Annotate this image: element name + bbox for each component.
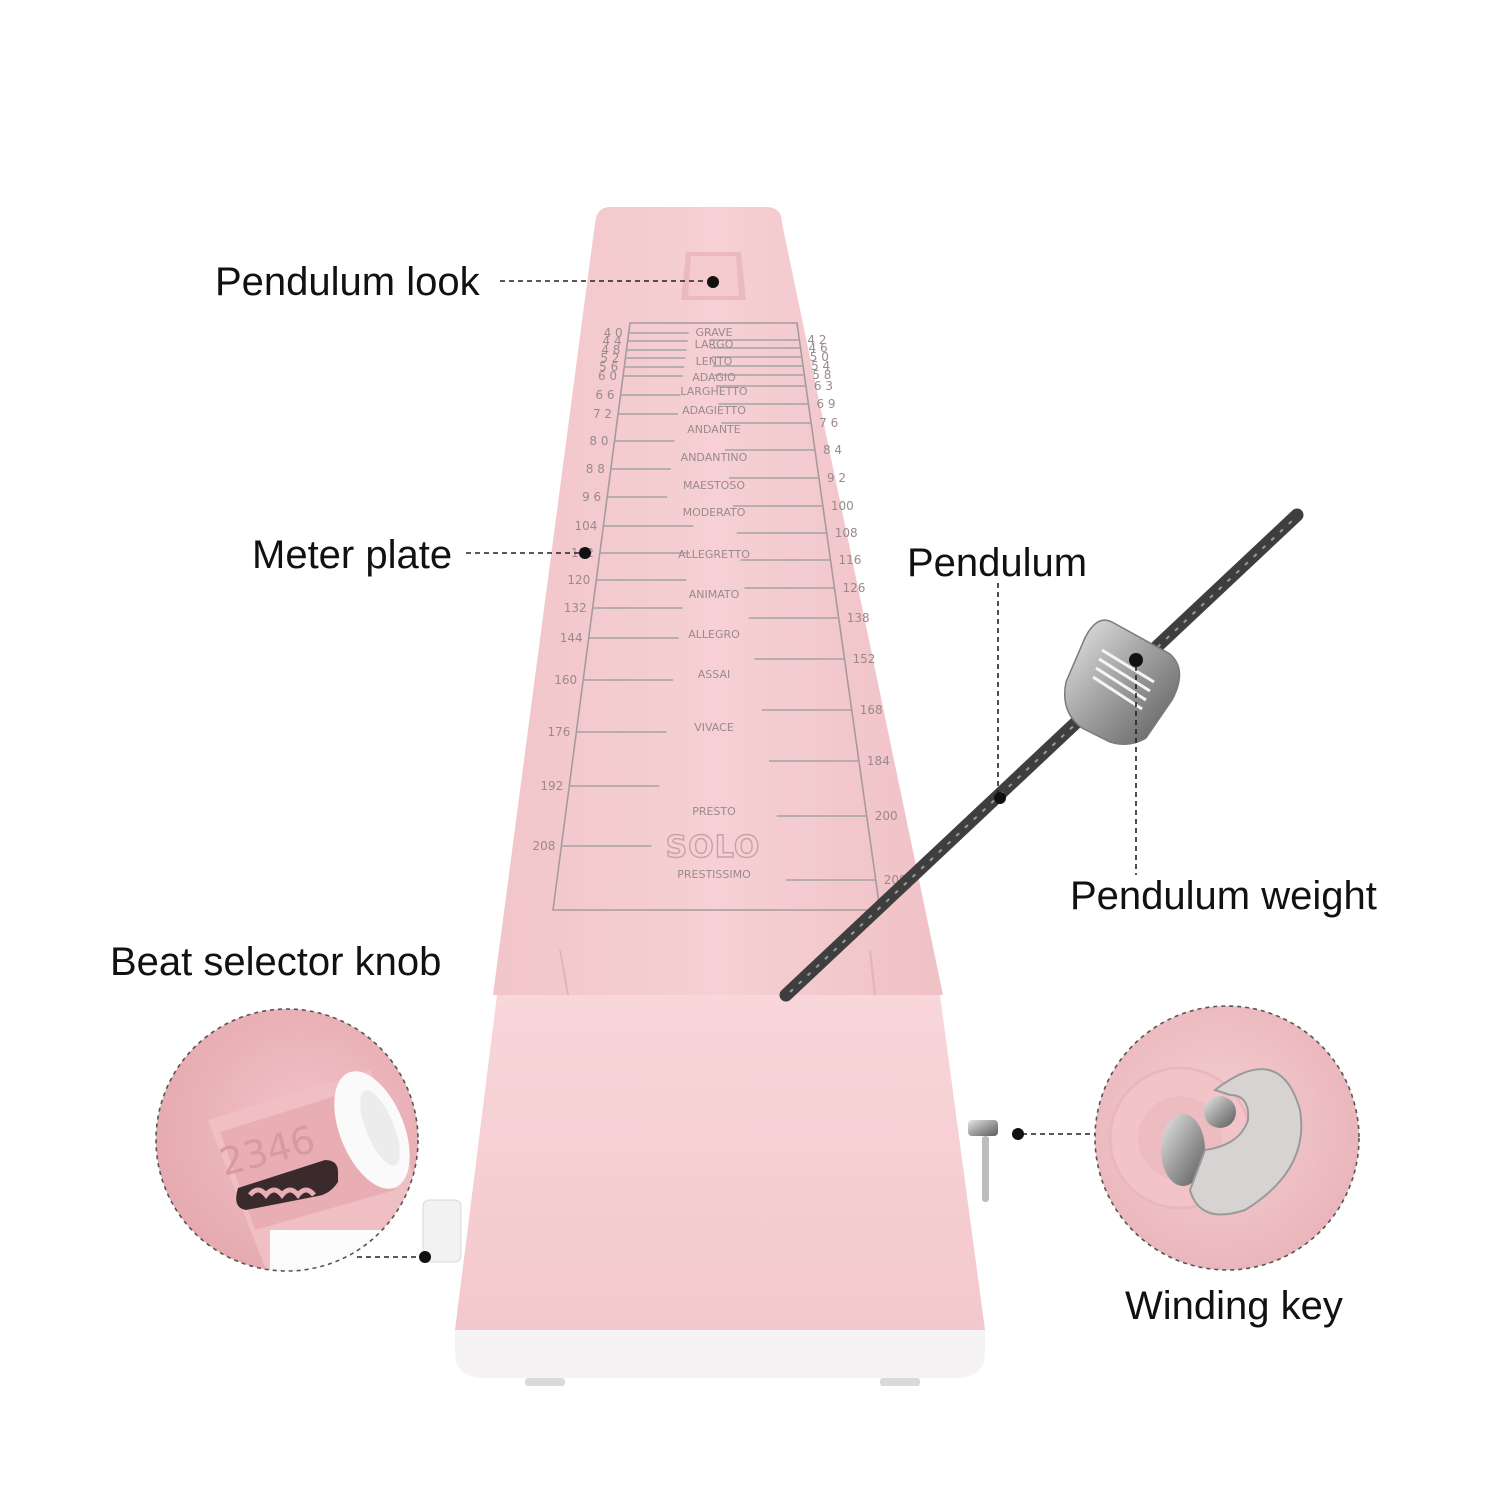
scale-left-number: 160 xyxy=(554,673,577,687)
scale-left-number: 5 2 xyxy=(600,351,619,365)
scale-left-number: 6 6 xyxy=(595,388,614,402)
scale-left-number: 208 xyxy=(532,839,555,853)
winding-key-dot xyxy=(1012,1128,1024,1140)
scale-right-number: 100 xyxy=(831,499,854,513)
scale-left-number: 4 0 xyxy=(604,326,623,340)
scale-left-number: 144 xyxy=(560,631,583,645)
tempo-marking: ANIMATO xyxy=(689,588,740,601)
scale-right-number: 116 xyxy=(839,553,862,567)
tempo-marking: ALLEGRO xyxy=(688,628,740,641)
label-pendulum-lock: Pendulum look xyxy=(215,260,480,304)
scale-right-number: 152 xyxy=(853,652,876,666)
metronome-base xyxy=(455,995,985,1330)
scale-right-number: 5 8 xyxy=(812,368,831,382)
meter-plate: 4 04 44 85 25 66 06 67 28 08 89 61041121… xyxy=(532,322,907,911)
scale-right-number: 5 0 xyxy=(810,350,829,364)
pendulum-dot xyxy=(994,792,1006,804)
scale-right-number: 8 4 xyxy=(823,443,842,457)
scale-left-number: 120 xyxy=(567,573,590,587)
beat-selector-zoom: 2346 xyxy=(155,1008,419,1272)
tempo-marking: ALLEGRETTO xyxy=(678,548,750,561)
beat-selector-nub xyxy=(422,1199,462,1263)
scale-right-number: 7 6 xyxy=(819,416,838,430)
scale-left-number: 7 2 xyxy=(593,407,612,421)
label-pendulum: Pendulum xyxy=(907,541,1088,585)
tempo-marking: ANDANTINO xyxy=(681,451,748,464)
tempo-marking: GRAVE xyxy=(695,326,732,339)
scale-right-number: 5 4 xyxy=(811,359,830,373)
scale-right-number: 9 2 xyxy=(827,471,846,485)
tempo-marking: LARGHETTO xyxy=(680,385,748,398)
tempo-marking: ADAGIETTO xyxy=(682,404,746,417)
scale-left-number: 4 4 xyxy=(603,334,622,348)
tempo-marking: ASSAI xyxy=(698,668,730,681)
pendulum-lock-dot xyxy=(707,276,719,288)
scale-left-number: 8 8 xyxy=(586,462,605,476)
pendulum-weight xyxy=(1064,619,1181,745)
tempo-marking: ANDANTE xyxy=(687,423,741,436)
winding-key-part xyxy=(968,1120,998,1202)
scale-right-number: 6 3 xyxy=(814,379,833,393)
scale-left-number: 192 xyxy=(540,779,563,793)
scale-left-number: 9 6 xyxy=(582,490,601,504)
scale-left-number: 132 xyxy=(564,601,587,615)
meter-plate-dot xyxy=(579,547,591,559)
scale-right-number: 138 xyxy=(847,611,870,625)
scale-left-number: 104 xyxy=(574,519,597,533)
pendulum xyxy=(779,508,1304,1002)
scale-left-number: 4 8 xyxy=(601,343,620,357)
tempo-marking: LARGO xyxy=(695,338,734,351)
winding-key-zoom xyxy=(1094,1005,1360,1271)
tempo-marking: PRESTO xyxy=(692,805,736,818)
scale-right-number: 4 6 xyxy=(809,341,828,355)
scale-right-number: 184 xyxy=(867,754,890,768)
tempo-marking: VIVACE xyxy=(694,721,734,734)
beat-selector-dot xyxy=(419,1251,431,1263)
label-beat-selector: Beat selector knob xyxy=(110,940,442,984)
scale-right-number: 126 xyxy=(842,581,865,595)
pendulum-lock xyxy=(681,252,746,300)
tempo-marking: ADAGIO xyxy=(692,371,736,384)
metronome-pyramid xyxy=(493,207,943,995)
scale-right-number: 108 xyxy=(835,526,858,540)
label-winding-key: Winding key xyxy=(1125,1284,1343,1328)
pendulum-weight-dot xyxy=(1129,653,1143,667)
scale-left-number: 5 6 xyxy=(599,360,618,374)
scale-left-number: 6 0 xyxy=(598,369,617,383)
scale-right-number: 6 9 xyxy=(816,397,835,411)
scale-left-number: 176 xyxy=(547,725,570,739)
scale-left-number: 8 0 xyxy=(589,434,608,448)
scale-right-number: 4 2 xyxy=(807,333,826,347)
tempo-marking: PRESTISSIMO xyxy=(677,868,751,881)
brand-logo: SOLO xyxy=(666,830,761,865)
scale-right-number: 168 xyxy=(860,703,883,717)
tempo-marking: MODERATO xyxy=(683,506,746,519)
tempo-marking: MAESTOSO xyxy=(683,479,745,492)
label-meter-plate: Meter plate xyxy=(252,533,453,577)
tempo-marking: LENTO xyxy=(696,355,733,368)
scale-right-number: 200 xyxy=(875,809,898,823)
leader-lines xyxy=(357,280,1137,1258)
label-pendulum-weight: Pendulum weight xyxy=(1070,874,1377,918)
